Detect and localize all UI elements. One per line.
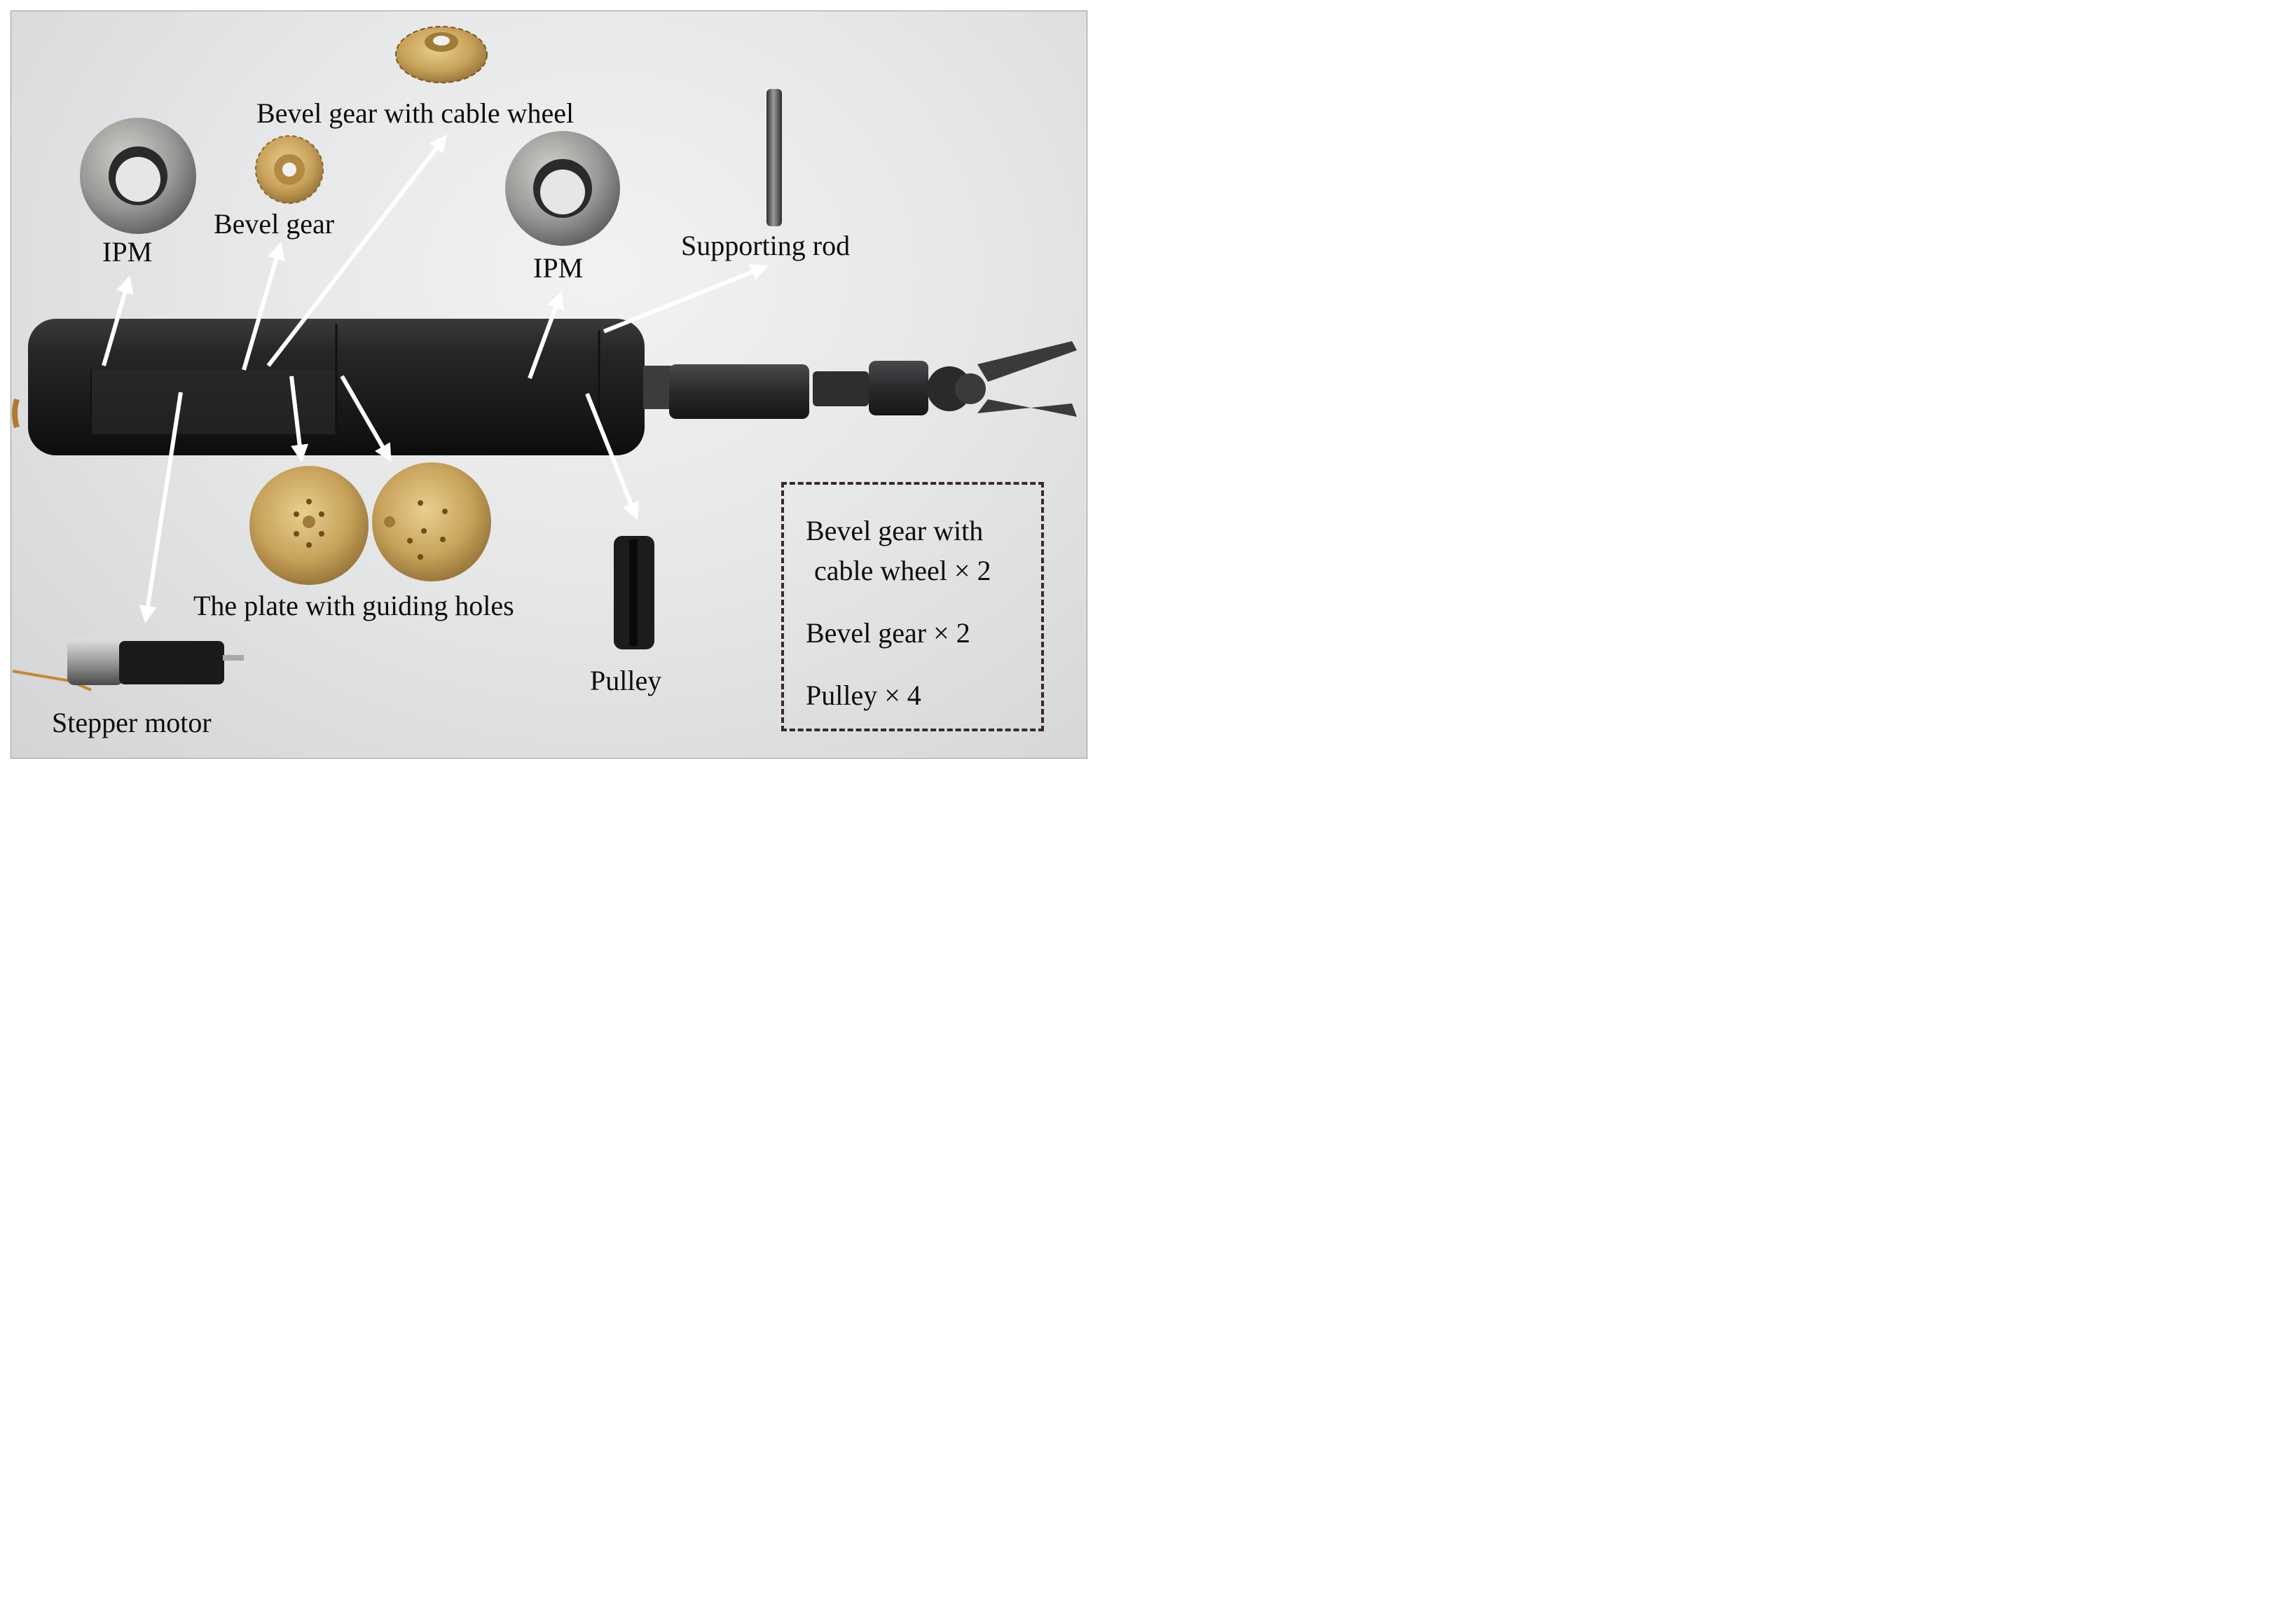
qty-pulley: Pulley × 4 xyxy=(806,680,921,711)
guiding-plate-right xyxy=(372,462,491,581)
pulley-part xyxy=(614,536,654,649)
ipm-magnet-left xyxy=(80,118,196,234)
label-supporting-rod: Supporting rod xyxy=(681,230,851,261)
arrow-to-pulley xyxy=(585,392,640,520)
bevel-gear-part xyxy=(255,135,324,204)
quantity-legend-box xyxy=(781,482,1044,731)
arrow-to-ipm-left xyxy=(102,275,134,366)
supporting-rod-part xyxy=(767,89,782,226)
arrow-to-ipm-right xyxy=(528,291,564,380)
arrow-to-stepper-motor xyxy=(139,392,183,623)
bevel-gear-cable-wheel-part xyxy=(395,26,488,83)
label-bevel-gear: Bevel gear xyxy=(214,208,335,240)
label-plate-guiding-holes: The plate with guiding holes xyxy=(193,590,514,621)
label-pulley: Pulley xyxy=(590,665,662,696)
qty-bevel-gear: Bevel gear × 2 xyxy=(806,617,970,649)
stepper-motor-part xyxy=(12,639,244,691)
label-ipm-right: IPM xyxy=(533,252,584,284)
arrow-to-plate-right xyxy=(340,375,392,462)
qty-bevel-cable-line1: Bevel gear with xyxy=(806,515,984,546)
arrow-to-bevel-gear-cable-wheel xyxy=(266,134,448,367)
qty-bevel-cable-line2: cable wheel × 2 xyxy=(814,555,991,586)
arrow-to-supporting-rod xyxy=(603,263,769,333)
label-bevel-gear-cable-wheel: Bevel gear with cable wheel xyxy=(256,97,575,129)
figure-canvas: Bevel gear with cable wheel IPM Bevel ge… xyxy=(0,0,1097,769)
guiding-plate-left xyxy=(249,466,369,585)
arrow-to-plate-left xyxy=(289,375,309,463)
label-ipm-left: IPM xyxy=(102,236,153,268)
robot-body xyxy=(12,319,1077,455)
arrow-to-bevel-gear xyxy=(242,242,285,371)
callout-arrows xyxy=(102,134,769,623)
ipm-magnet-right xyxy=(505,131,620,246)
label-stepper-motor: Stepper motor xyxy=(52,707,212,738)
assembly-illustration xyxy=(12,26,1077,691)
